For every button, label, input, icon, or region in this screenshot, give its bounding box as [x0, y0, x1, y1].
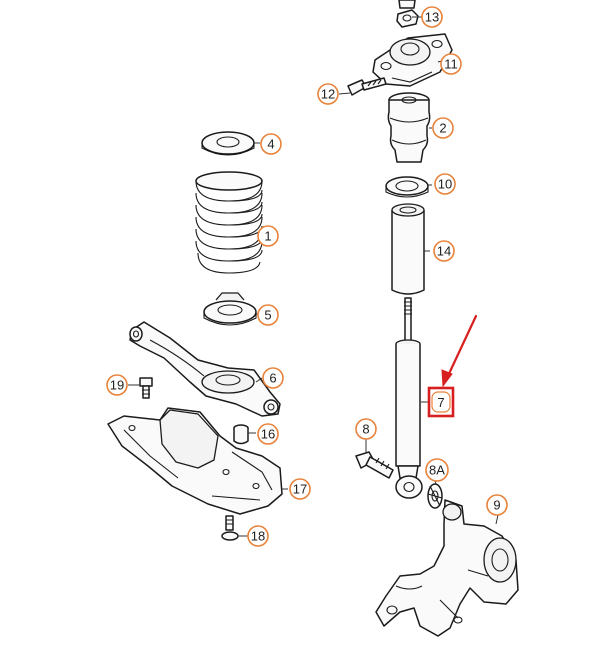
- top-strut-mount-part: [372, 33, 453, 87]
- callout-8a: 8A: [425, 458, 449, 482]
- highlighted-callout-7: 7: [427, 386, 455, 418]
- leader-lines: [128, 16, 499, 537]
- callout-19: 19: [106, 374, 128, 396]
- lower-spring-pad-part: [203, 292, 257, 326]
- callout-7-label: 7: [437, 395, 444, 410]
- callout-18: 18: [247, 525, 269, 547]
- callout-19-label: 19: [110, 378, 124, 393]
- callout-9-label: 9: [493, 498, 500, 513]
- callout-18-label: 18: [251, 529, 265, 544]
- callout-4: 4: [260, 133, 282, 155]
- bump-stop-part: [387, 92, 431, 163]
- callout-16-label: 16: [261, 427, 275, 442]
- bushing-part: [233, 424, 249, 445]
- cover-screw-part: [221, 515, 239, 541]
- dust-boot-part: [391, 203, 425, 295]
- shock-absorber-part: [395, 297, 423, 499]
- callout-10-label: 10: [438, 177, 452, 192]
- callout-12: 12: [317, 83, 339, 105]
- callout-8-label: 8: [362, 422, 369, 437]
- callout-6: 6: [262, 367, 284, 389]
- shock-washer-part: [427, 483, 443, 509]
- callout-13-ring: [421, 6, 443, 28]
- callout-10: 10: [434, 173, 456, 195]
- callout-8: 8: [355, 418, 377, 440]
- callout-14: 14: [433, 240, 455, 262]
- callout-14-label: 14: [437, 244, 451, 259]
- callout-1-label: 1: [264, 229, 271, 244]
- underbody-cover-part: [107, 407, 283, 515]
- callout-5-label: 5: [264, 308, 271, 323]
- callout-9: 9: [486, 494, 508, 516]
- callout-11: 11: [440, 53, 462, 75]
- shock-bolt-part: [355, 451, 394, 479]
- top-nut-part: [396, 0, 419, 28]
- callout-12-label: 12: [321, 87, 335, 102]
- upper-spring-pad-part: [201, 131, 255, 156]
- callout-5: 5: [257, 304, 279, 326]
- callout-17: 17: [289, 478, 311, 500]
- arm-bolt-part: [139, 377, 153, 399]
- wheel-bearing-housing-part: [375, 499, 519, 637]
- callout-2: 2: [432, 117, 454, 139]
- callout-13-label: 13: [425, 10, 439, 25]
- callout-13: 13: [421, 6, 443, 28]
- callout-4-label: 4: [267, 137, 274, 152]
- callout-2-label: 2: [439, 121, 446, 136]
- callout-6-label: 6: [269, 371, 276, 386]
- callout-1: 1: [257, 225, 279, 247]
- lower-control-arm-part: [129, 321, 281, 417]
- callout-17-label: 17: [293, 482, 307, 497]
- mount-bolt-part: [347, 77, 387, 96]
- callout-8a-label: 8A: [429, 463, 445, 478]
- callout-16: 16: [257, 423, 279, 445]
- coil-spring-part: [195, 171, 263, 274]
- red-arrow: [441, 314, 478, 388]
- upper-washer-part: [385, 176, 429, 198]
- callout-11-label: 11: [444, 57, 458, 72]
